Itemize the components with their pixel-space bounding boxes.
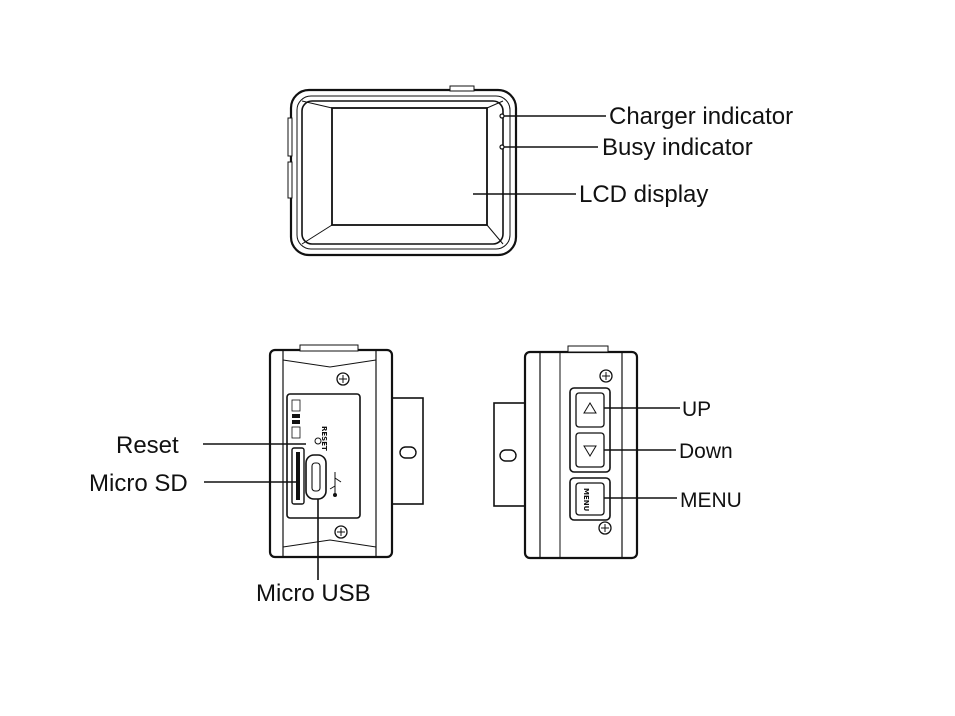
charger-indicator-led [499,113,505,119]
menu-key-marking: MENU [582,488,590,512]
screw-icon [336,372,350,386]
screw-icon [334,525,348,539]
sd-card-icon [291,399,301,439]
triangle-up-icon [583,402,597,414]
camera-right-side-view: MENU [493,345,680,560]
lcd-screen [331,107,488,226]
up-label: UP [682,398,711,421]
charger-indicator-label: Charger indicator [609,103,793,130]
busy-indicator-label: Busy indicator [602,134,753,161]
reset-port-marking: RESET [320,426,328,451]
screw-icon [598,521,612,535]
micro-sd-label: Micro SD [89,470,188,497]
triangle-down-icon [583,445,597,457]
camera-left-side-view: RESET [203,344,424,580]
down-label: Down [679,440,733,463]
screw-icon [599,369,613,383]
micro-usb-label: Micro USB [256,580,371,607]
usb-icon [329,472,342,497]
camera-front-view [287,85,606,257]
menu-button[interactable] [575,482,605,516]
lcd-display-label: LCD display [579,181,708,208]
menu-label: MENU [680,489,742,512]
busy-indicator-led [499,144,505,150]
reset-label: Reset [116,432,179,459]
reset-hole [314,437,322,445]
